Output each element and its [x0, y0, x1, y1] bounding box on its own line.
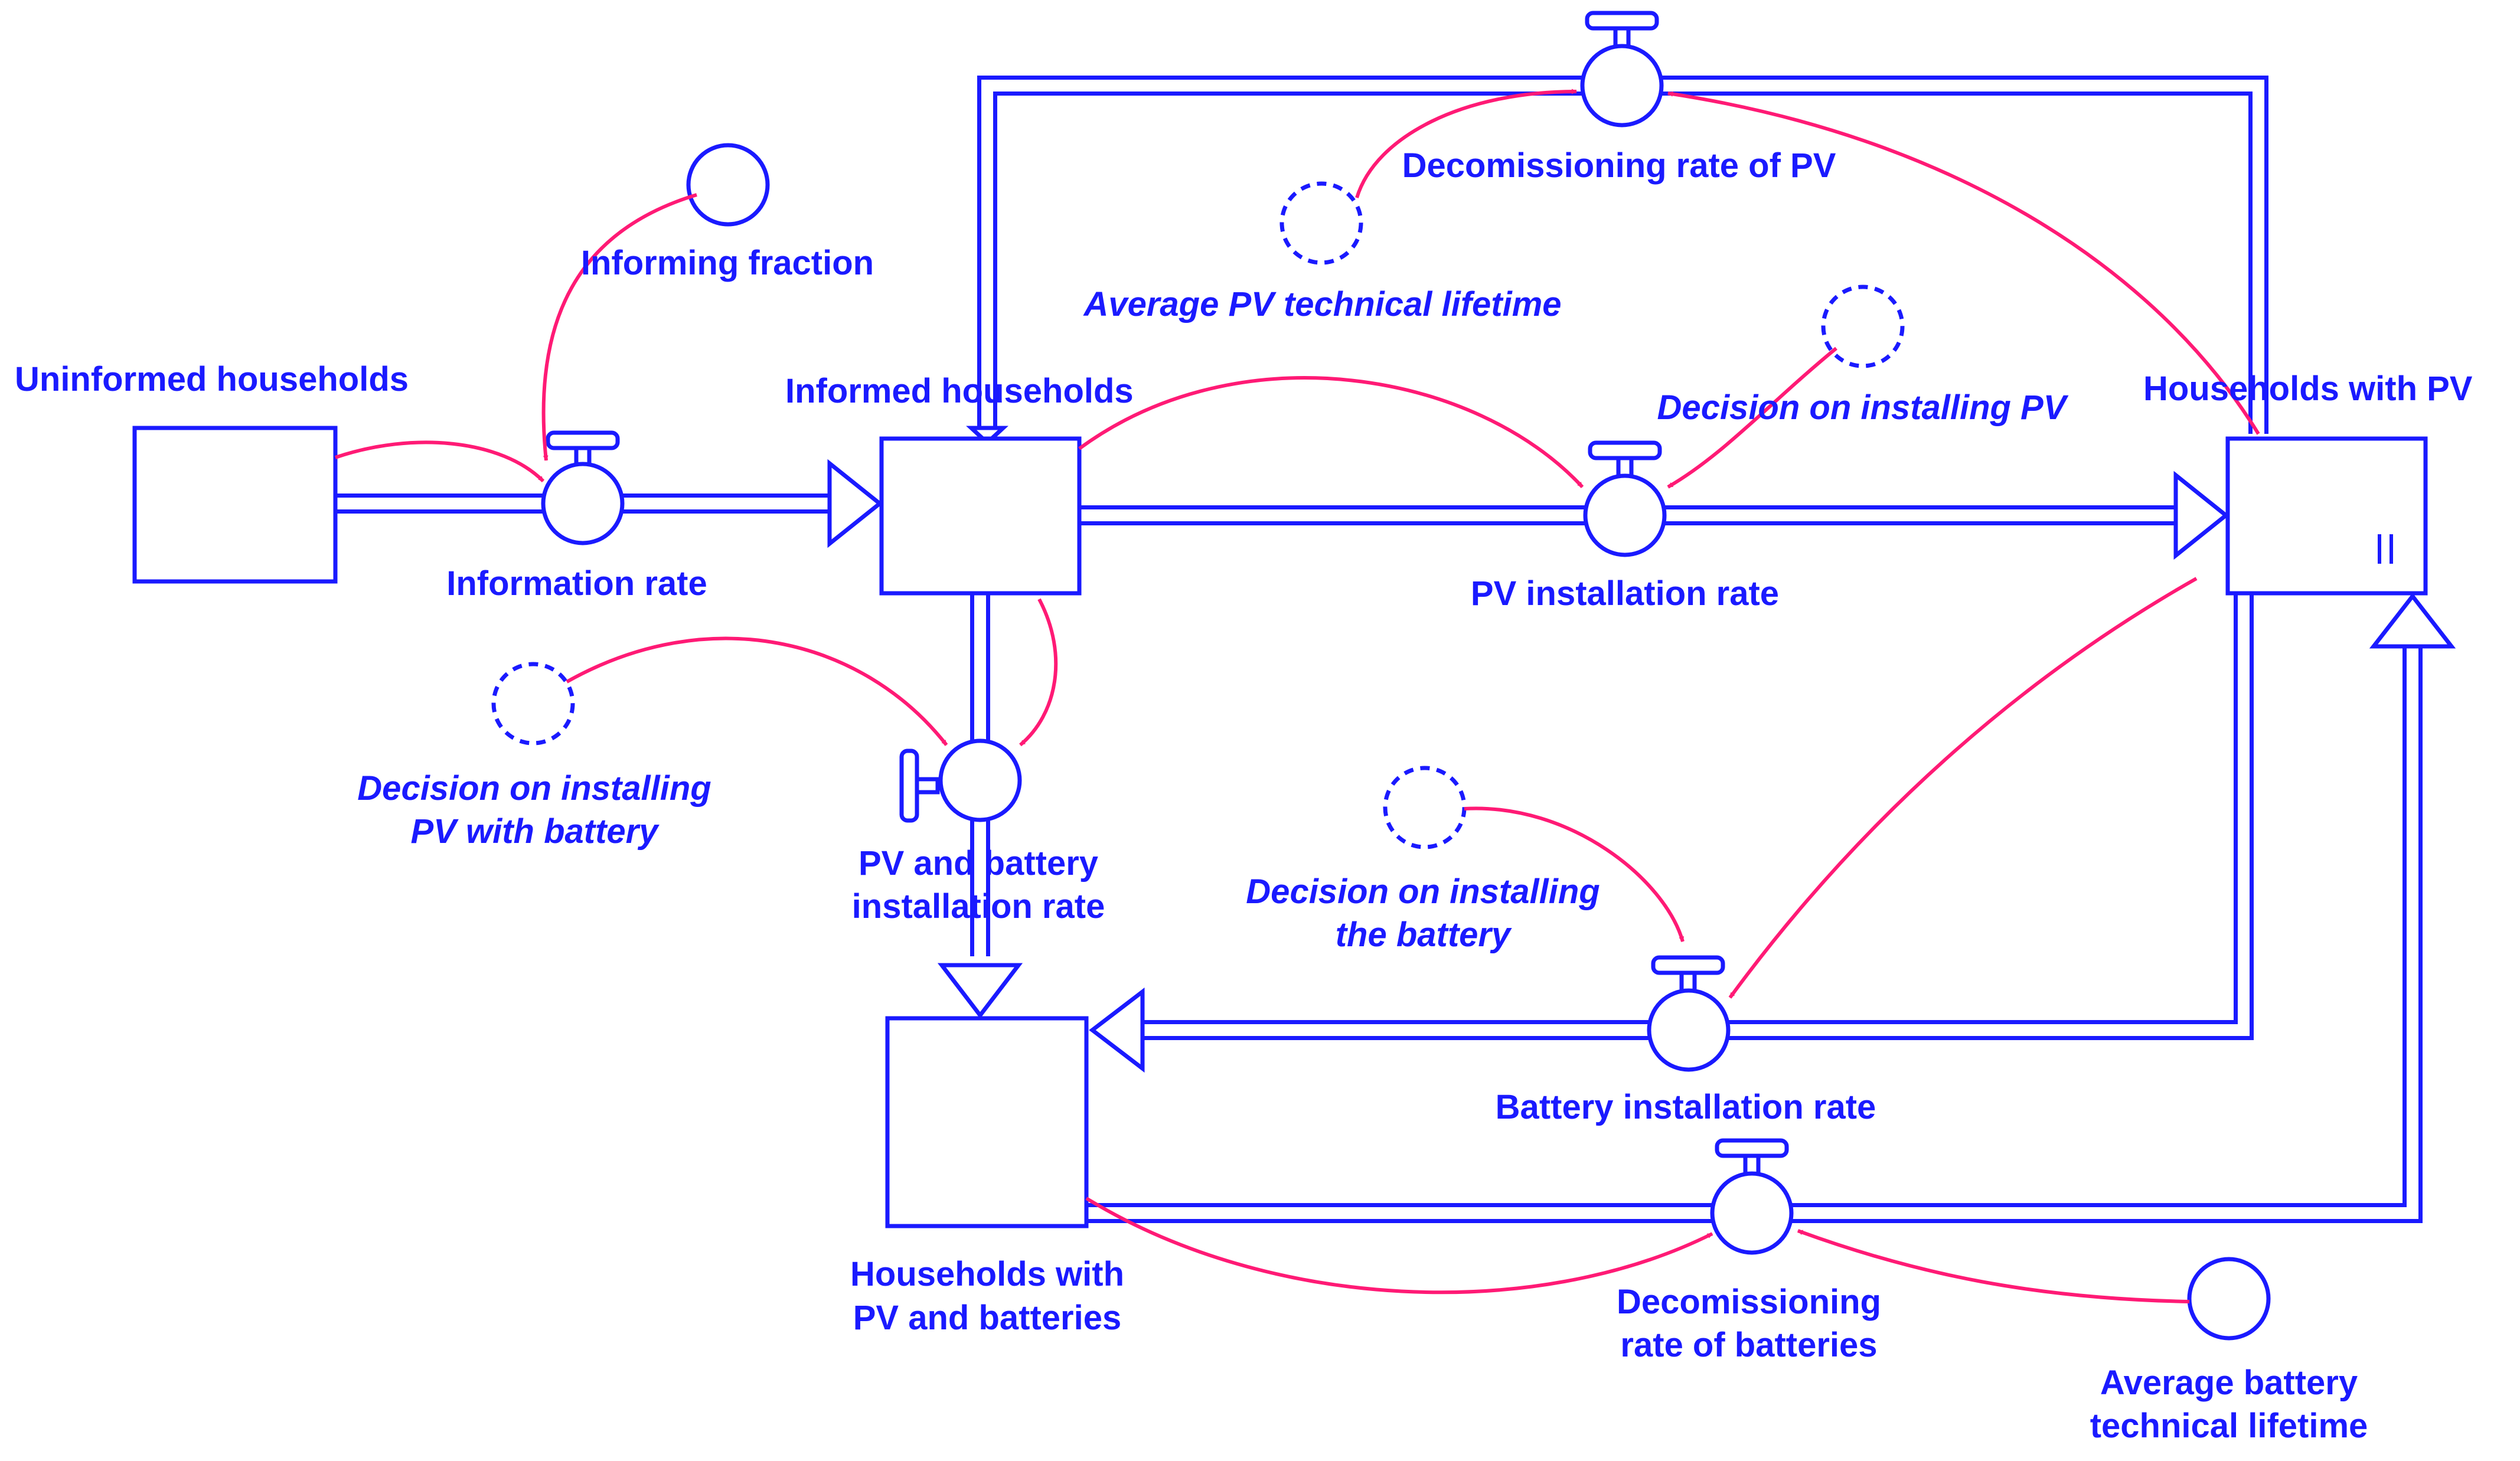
label-decision-pv-battery-1: Decision on installing: [357, 769, 711, 808]
label-decom-batteries-2: rate of batteries: [1620, 1326, 1877, 1364]
label-pv-battery-rate-1: PV and battery: [859, 844, 1098, 883]
label-informed-households: Informed households: [785, 372, 1134, 410]
valve-information-rate: [541, 430, 625, 545]
label-average-battery-lifetime-2: technical lifetime: [2090, 1407, 2368, 1445]
arrowhead-to-pv-batteries-right: [1089, 987, 1145, 1073]
label-informing-fraction: Informing fraction: [581, 244, 874, 282]
arrowhead-to-households-with-pv: [2173, 470, 2230, 560]
label-battery-installation-rate: Battery installation rate: [1496, 1088, 1876, 1126]
valve-decomissioning-rate-of-batteries: [1710, 1138, 1794, 1255]
valve-pv-battery-installation-rate: [899, 738, 1022, 823]
label-uninformed-households: Uninformed households: [15, 360, 409, 398]
valve-pv-installation-rate: [1583, 440, 1667, 557]
label-average-pv-lifetime: Average PV technical lifetime: [1082, 285, 1561, 323]
label-information-rate: Information rate: [446, 564, 707, 603]
aux-decision-battery-circle: [1383, 766, 1467, 849]
stock-households-with-pv: [2225, 436, 2428, 596]
arrowhead-to-informed-top: [966, 426, 1008, 446]
label-decision-pv: Decision on installing PV: [1657, 388, 2069, 427]
label-average-battery-lifetime-1: Average battery: [2100, 1364, 2358, 1402]
label-decision-battery-2: the battery: [1336, 916, 1512, 954]
label-pv-battery-rate-2: installation rate: [852, 887, 1105, 926]
valve-battery-installation-rate: [1647, 955, 1731, 1072]
flow-arrowheads: [827, 426, 2456, 1073]
label-decision-pv-battery-2: PV with battery: [411, 812, 660, 851]
stock-informed-households: [879, 436, 1082, 596]
label-households-with-pv-batteries-2: PV and batteries: [853, 1299, 1121, 1337]
stock-households-with-pv-and-batteries: [885, 1016, 1089, 1228]
aux-decision-pv-circle: [1821, 285, 1905, 368]
delay-marker-icon: [2378, 534, 2393, 564]
label-decom-batteries-1: Decomissioning: [1617, 1283, 1881, 1321]
causal-links: [335, 89, 2260, 1303]
label-pv-installation-rate: PV installation rate: [1471, 574, 1779, 613]
label-decom-pv: Decomissioning rate of PV: [1402, 146, 1836, 185]
flow-pipes: [334, 76, 2423, 1223]
aux-average-pv-lifetime-circle: [1279, 181, 1363, 265]
label-households-with-pv-batteries-1: Households with: [850, 1255, 1124, 1293]
arrowhead-to-informed: [827, 459, 883, 548]
label-decision-battery-1: Decision on installing: [1246, 872, 1600, 911]
aux-decision-pv-battery-circle: [491, 662, 575, 746]
arrowhead-to-pv-batteries-top: [937, 963, 1023, 1019]
aux-informing-fraction-circle: [686, 143, 770, 227]
aux-average-battery-lifetime-circle: [2187, 1257, 2271, 1341]
valve-decomissioning-rate-of-pv: [1580, 11, 1664, 128]
stock-uninformed-households: [132, 426, 338, 584]
arrowhead-to-households-with-pv-bottom: [2369, 593, 2456, 649]
label-households-with-pv: Households with PV: [2143, 370, 2473, 408]
